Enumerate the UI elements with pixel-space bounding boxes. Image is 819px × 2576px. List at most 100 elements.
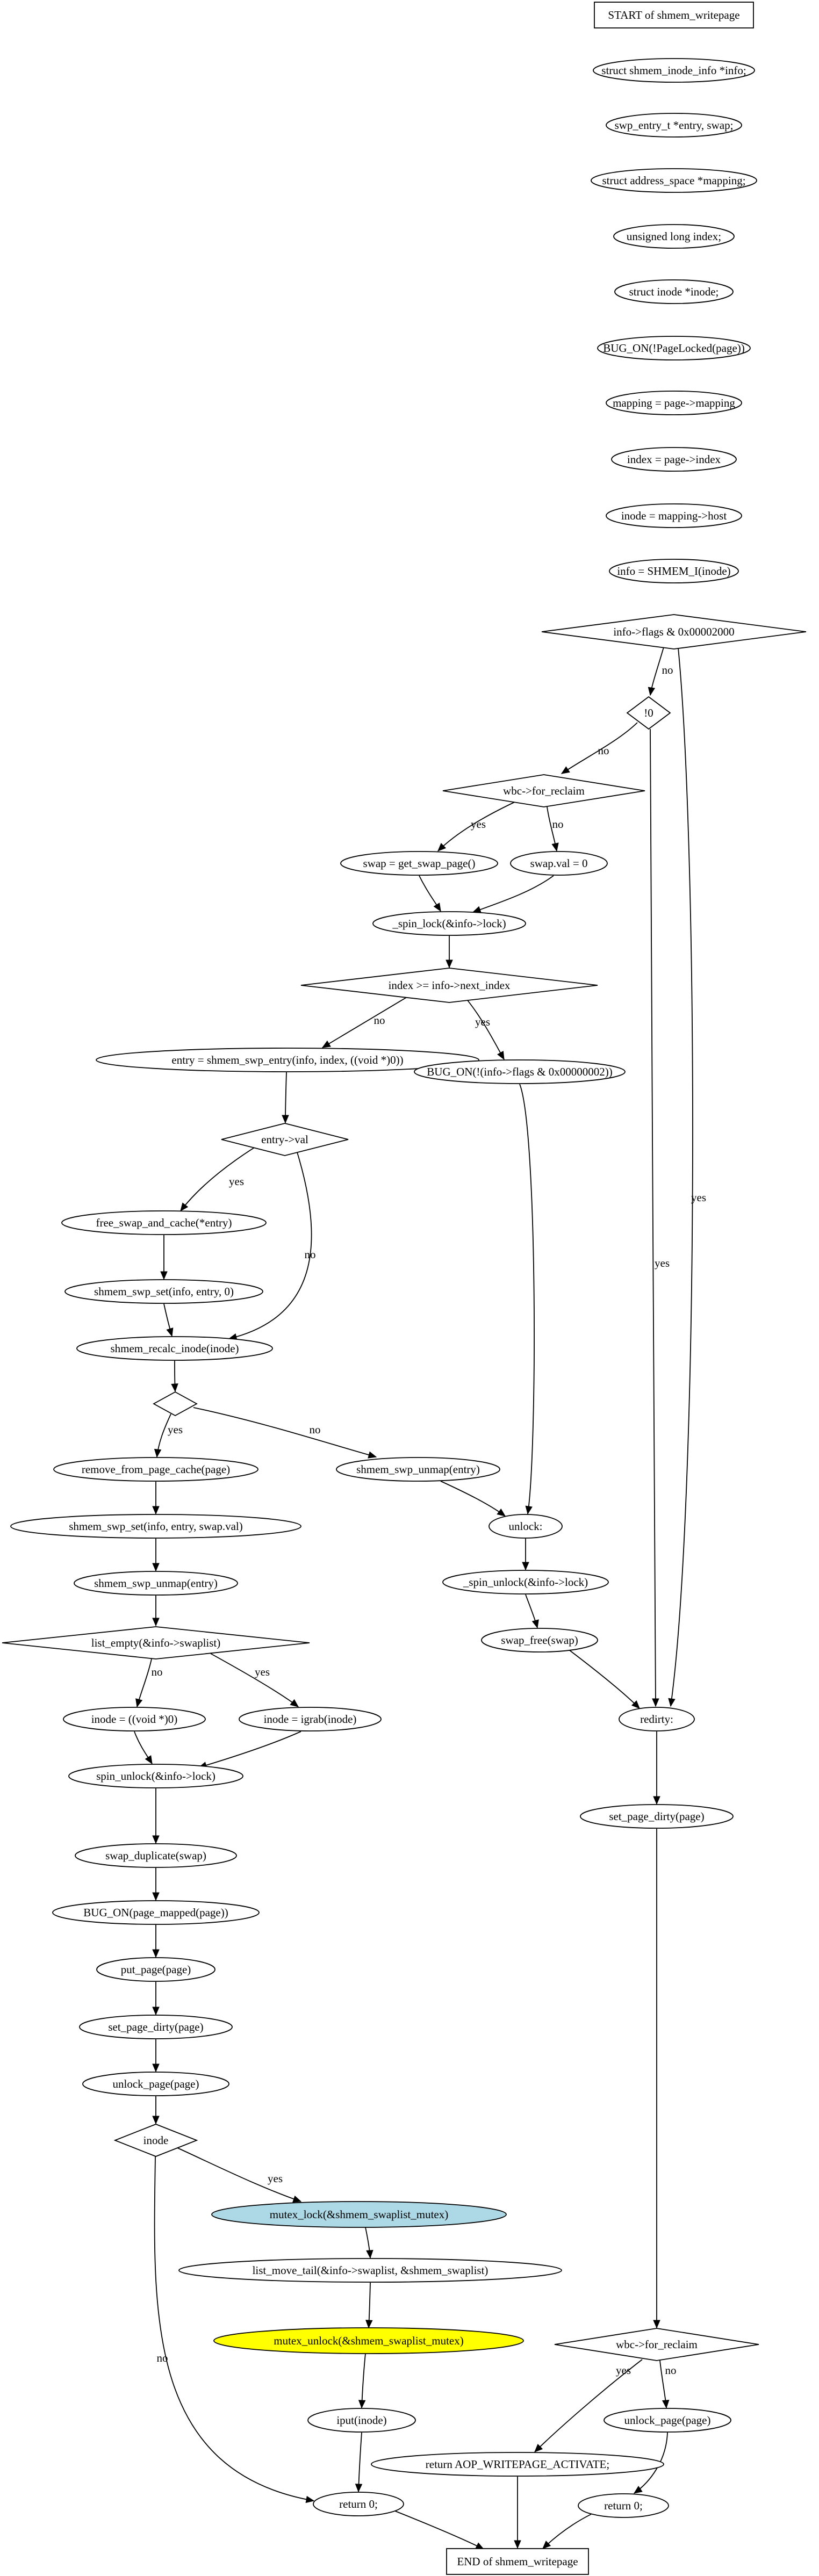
flow-edge	[321, 994, 411, 1048]
flow-edge	[152, 1788, 160, 1844]
flow-node-mutex-lock: mutex_lock(&shmem_swaplist_mutex)	[211, 2201, 507, 2228]
node-ellipse	[597, 336, 751, 360]
edge-label-no: no	[662, 663, 673, 676]
edge-label-yes: yes	[229, 1175, 244, 1188]
flow-edge	[163, 1303, 174, 1337]
node-ellipse	[213, 2327, 524, 2354]
edge-label-no: no	[552, 818, 564, 831]
flow-edge	[514, 2477, 521, 2549]
flow-edge	[569, 1650, 640, 1709]
node-ellipse	[53, 1457, 258, 1482]
flow-edge	[193, 1407, 377, 1459]
edge-layer	[134, 645, 693, 2550]
node-ellipse	[336, 1457, 500, 1482]
flow-edge	[659, 2360, 670, 2409]
node-ellipse	[75, 1843, 237, 1868]
edge-line	[472, 875, 554, 913]
node-ellipse	[313, 2492, 404, 2516]
flow-node-index-decl: unsigned long index;	[613, 224, 735, 249]
edge-line	[650, 728, 656, 1707]
flow-edge	[437, 800, 519, 852]
node-ellipse	[82, 2072, 229, 2096]
node-ellipse	[340, 851, 498, 876]
node-diamond	[442, 774, 645, 807]
arrowhead	[368, 1451, 377, 1459]
edge-line	[177, 2147, 301, 2202]
node-label: iput(inode)	[336, 2414, 386, 2427]
flow-node-entry-val: entry->val	[221, 1123, 349, 1156]
flow-edge	[152, 1868, 160, 1901]
arrowhead	[497, 1051, 505, 1060]
flow-node-set-dirty-right: set_page_dirty(page)	[580, 1804, 734, 1829]
node-label: inode = igrab(inode)	[264, 1713, 357, 1726]
arrowhead	[648, 687, 656, 696]
node-label: index = page->index	[627, 453, 721, 466]
node-label: index >= info->next_index	[389, 979, 511, 992]
flow-edge	[152, 1482, 160, 1515]
node-ellipse	[611, 447, 737, 472]
flow-node-unmap-right: shmem_swp_unmap(entry)	[336, 1457, 500, 1482]
node-diamond	[113, 2124, 198, 2157]
flow-edge	[180, 1146, 256, 1212]
flow-node-swp-set-val: shmem_swp_set(info, entry, swap.val)	[10, 1514, 301, 1539]
node-ellipse	[239, 1707, 382, 1731]
flow-edge	[419, 875, 441, 912]
flow-node-mapping-decl: struct address_space *mapping;	[591, 168, 757, 193]
node-label: BUG_ON(page_mapped(page))	[83, 1906, 228, 1919]
node-ellipse	[578, 2493, 669, 2518]
arrowhead	[166, 1327, 174, 1337]
flow-edge	[525, 1594, 539, 1629]
edge-line	[193, 1407, 377, 1457]
node-label: BUG_ON(!(info->flags & 0x00000002))	[427, 1065, 612, 1078]
edge-line	[394, 2510, 484, 2550]
arrowhead	[668, 1698, 676, 1707]
node-label: !0	[644, 706, 653, 719]
arrowhead	[366, 2250, 373, 2259]
flow-node-unlock: unlock:	[488, 1514, 563, 1539]
arrowhead	[135, 1698, 143, 1708]
node-ellipse	[68, 1764, 243, 1788]
edge-line	[467, 1000, 505, 1060]
edge-line	[180, 1146, 256, 1211]
node-ellipse	[614, 279, 734, 304]
flow-node-recalc: shmem_recalc_inode(inode)	[76, 1336, 273, 1361]
node-ellipse	[10, 1514, 301, 1539]
flow-node-mutex-unlock: mutex_unlock(&shmem_swaplist_mutex)	[213, 2327, 524, 2354]
flow-node-return-right: return 0;	[578, 2493, 669, 2518]
flow-node-bug-locked: BUG_ON(!PageLocked(page))	[597, 336, 751, 360]
flow-node-unmap-left: shmem_swp_unmap(entry)	[74, 1571, 238, 1596]
arrowhead	[282, 1115, 289, 1124]
arrowhead	[542, 2541, 551, 2549]
arrowhead	[152, 1506, 160, 1515]
node-label: remove_from_page_cache(page)	[82, 1463, 230, 1476]
node-ellipse	[64, 1279, 263, 1304]
edge-label-no: no	[152, 1665, 163, 1678]
arrowhead	[355, 2484, 363, 2493]
node-label: entry->val	[261, 1133, 308, 1146]
node-label: return 0;	[339, 2498, 378, 2510]
flow-edge	[668, 647, 693, 1707]
arrowhead	[497, 1508, 506, 1517]
arrowhead	[152, 2116, 160, 2125]
flow-edge	[653, 1829, 660, 2329]
node-label: shmem_swp_unmap(entry)	[356, 1463, 480, 1476]
node-label: return 0;	[604, 2499, 643, 2512]
node-label: shmem_recalc_inode(inode)	[110, 1342, 239, 1355]
flow-edge	[394, 2510, 485, 2550]
edge-label-yes: yes	[616, 2364, 631, 2377]
edge-line	[437, 800, 519, 852]
flow-edge	[542, 2514, 592, 2549]
node-ellipse	[619, 1707, 695, 1731]
flow-edge	[522, 1539, 529, 1571]
node-ellipse	[606, 113, 742, 138]
node-label: redirty:	[640, 1713, 673, 1726]
node-ellipse	[52, 1900, 260, 1925]
edge-line	[440, 1481, 506, 1517]
flow-edge	[446, 936, 453, 969]
arrowhead	[561, 766, 570, 774]
arrowhead	[171, 1383, 178, 1392]
arrowhead	[152, 1949, 160, 1958]
edge-line	[670, 647, 693, 1707]
node-label: _spin_lock(&info->lock)	[392, 917, 506, 930]
